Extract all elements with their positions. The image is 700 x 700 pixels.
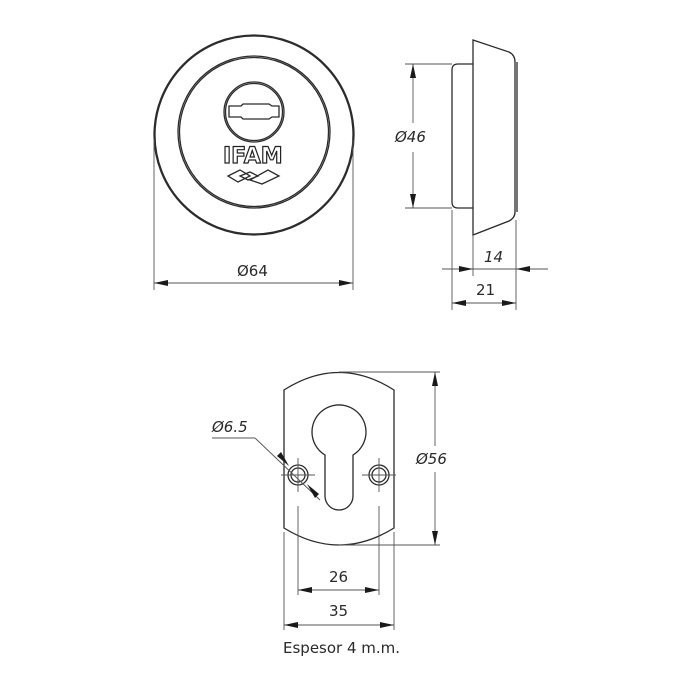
plate-height-label: Ø56 (416, 450, 447, 468)
plate-view (212, 371, 440, 630)
outer-rim-circle (153, 34, 355, 236)
side-body-back (451, 63, 473, 209)
inner-face-circle (177, 55, 331, 209)
outer-rim-circle-inner (154, 35, 354, 235)
rotor-circle (223, 81, 285, 143)
thickness-note: Espesor 4 m.m. (283, 639, 401, 657)
rotor-circle-edge (224, 82, 284, 142)
hole-diameter-label: Ø6.5 (212, 418, 248, 436)
side-view (405, 39, 548, 310)
inner-face-circle-edge (178, 56, 330, 208)
side-diameter-label: Ø46 (395, 128, 426, 146)
plate-width-label: 35 (329, 602, 349, 620)
key-slot-icon (228, 103, 280, 120)
outer-diameter-label: Ø64 (237, 262, 268, 280)
euro-keyhole (311, 404, 367, 511)
hole-spacing-label: 26 (329, 568, 349, 586)
depth-label: 14 (484, 248, 504, 266)
side-flange (472, 39, 516, 236)
front-view (153, 34, 355, 290)
plate-outline (283, 371, 395, 546)
ifam-diamonds-icon (226, 169, 281, 185)
total-depth-label: 21 (476, 281, 496, 299)
ifam-logo-text: IFAM (222, 144, 283, 169)
